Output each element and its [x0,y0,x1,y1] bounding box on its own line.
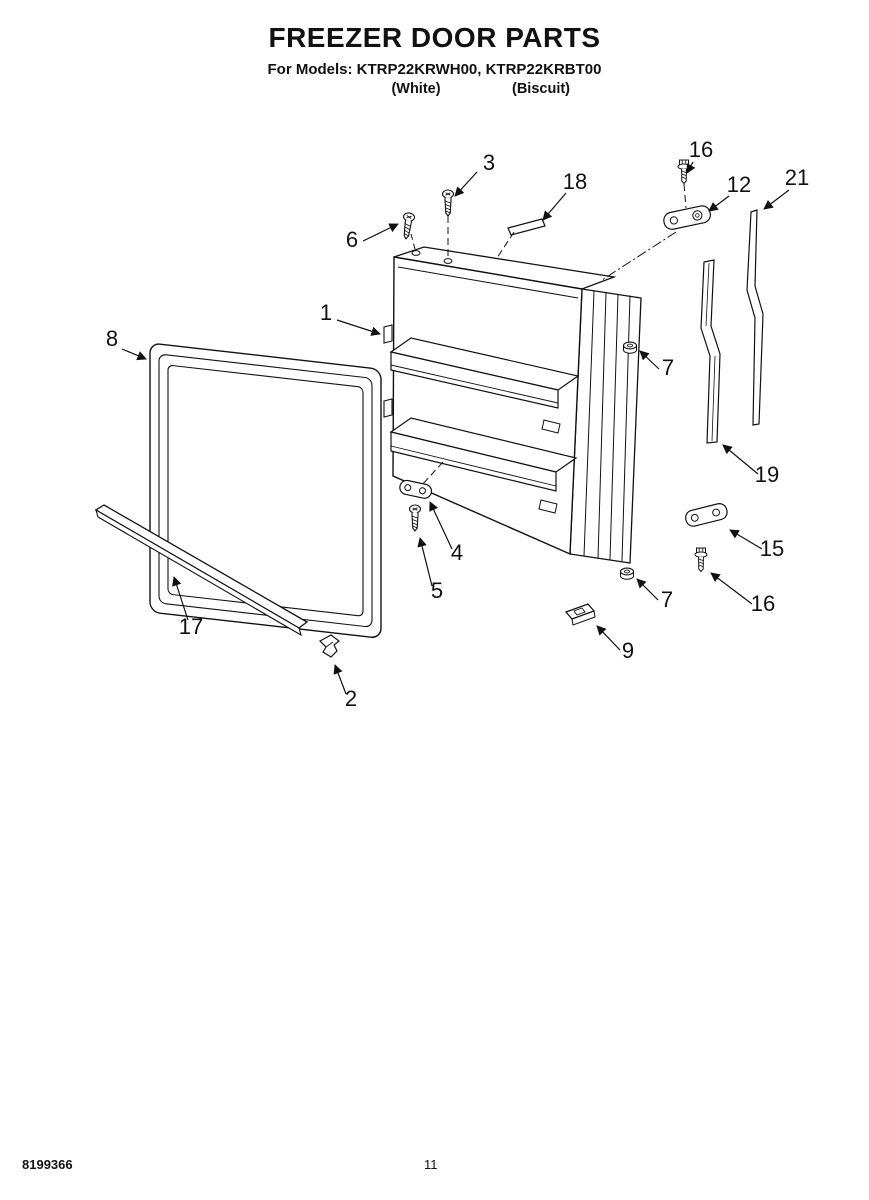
part-12-hinge-bracket [663,205,711,230]
part-7-plug-top [622,341,638,354]
part-8-door-gasket [149,343,382,638]
part-19-hinge-cover [700,259,721,444]
part-16-screw-bottom [694,547,708,572]
color-label-biscuit: (Biscuit) [512,81,570,97]
callout-12: 12 [727,172,751,197]
callout-4: 4 [451,540,463,565]
part-15-hinge-bracket [685,503,728,527]
leader-3 [454,171,478,197]
callout-1: 1 [320,300,332,325]
part-5-screw [408,504,422,532]
leader-1 [336,319,381,336]
page-number: 11 [424,1157,438,1172]
callout-17: 17 [179,614,203,639]
part-21-trim-strip [746,209,764,426]
part-18-spacer-strip [507,218,546,236]
leader-16-top [686,161,696,174]
callout-5: 5 [431,578,443,603]
callout-7-top: 7 [662,355,674,380]
leader-5 [417,537,433,587]
leader-8 [121,348,147,361]
leader-7-top [639,350,660,370]
part-9-clip [564,603,596,626]
doc-number: 8199366 [22,1157,73,1172]
part-7-plug-bottom [619,567,635,580]
callout-16-bottom: 16 [751,591,775,616]
callout-leaders [121,161,790,695]
callout-18: 18 [563,169,587,194]
callout-19: 19 [755,462,779,487]
callout-15: 15 [760,536,784,561]
part-17-trim-strip [94,504,309,637]
callout-9: 9 [622,638,634,663]
leader-2 [333,664,347,695]
leader-9 [596,625,621,651]
color-labels: (White) (Biscuit) [0,81,869,101]
part-2-clip [319,634,340,658]
callout-numbers: 3 16 18 12 21 6 1 8 7 19 4 15 5 7 16 17 … [106,137,809,711]
callout-21: 21 [785,165,809,190]
models-line: For Models: KTRP22KRWH00, KTRP22KRBT00 [267,61,602,78]
callout-6: 6 [346,227,358,252]
leader-18 [542,192,567,221]
color-label-white: (White) [391,81,441,97]
leader-17 [172,576,189,621]
page-title: FREEZER DOOR PARTS [268,22,601,53]
part-6-screw [399,211,416,241]
part-3-screw [441,189,455,217]
leader-6 [362,223,399,242]
leader-4 [429,501,453,550]
leader-12 [708,195,730,212]
assembly-axis-lines [410,183,687,487]
title-block: FREEZER DOOR PARTS For Models: KTRP22KRW… [0,22,869,101]
callout-16-top: 16 [689,137,713,162]
callout-3: 3 [483,150,495,175]
callout-2: 2 [345,686,357,711]
leader-7-bottom [636,578,659,601]
callout-8: 8 [106,326,118,351]
leader-15 [729,529,763,550]
part-1-door-panel [383,246,642,564]
leader-16-bottom [710,572,753,605]
callout-7-bottom: 7 [661,587,673,612]
leader-19 [722,444,759,475]
leader-21 [763,189,790,210]
part-4-hinge-plate [399,479,433,499]
